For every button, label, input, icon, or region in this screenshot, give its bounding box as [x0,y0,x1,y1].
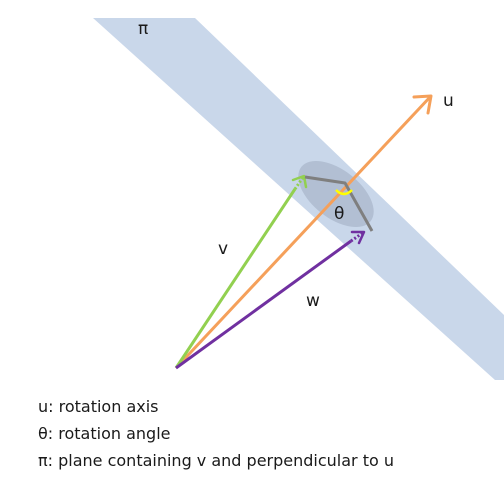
vector-w-line [175,239,352,370]
axis-u-label: u [443,91,454,111]
axis-u-line [174,94,433,370]
axis-u-arrowhead [412,94,433,115]
vector-v-dotted-tip [293,175,306,190]
rotation-path [304,175,374,232]
vector-w-arrowhead [350,230,366,245]
plane-pi-label: π [138,19,148,39]
legend-item-axis: u: rotation axis [38,397,159,416]
vector-w-label: w [306,291,320,311]
vector-w-dotted-tip [350,230,365,243]
legend-item-plane: π: plane containing v and perpendicular … [38,451,395,470]
vector-v-line [174,188,297,369]
angle-theta-mark [335,189,353,196]
vector-v-label: v [218,239,228,259]
angle-theta-label: θ [334,204,344,224]
plane-pi-band [93,18,504,380]
vector-v-arrowhead [291,174,308,189]
legend: u: rotation axis θ: rotation angle π: pl… [38,393,394,474]
legend-item-angle: θ: rotation angle [38,424,171,443]
